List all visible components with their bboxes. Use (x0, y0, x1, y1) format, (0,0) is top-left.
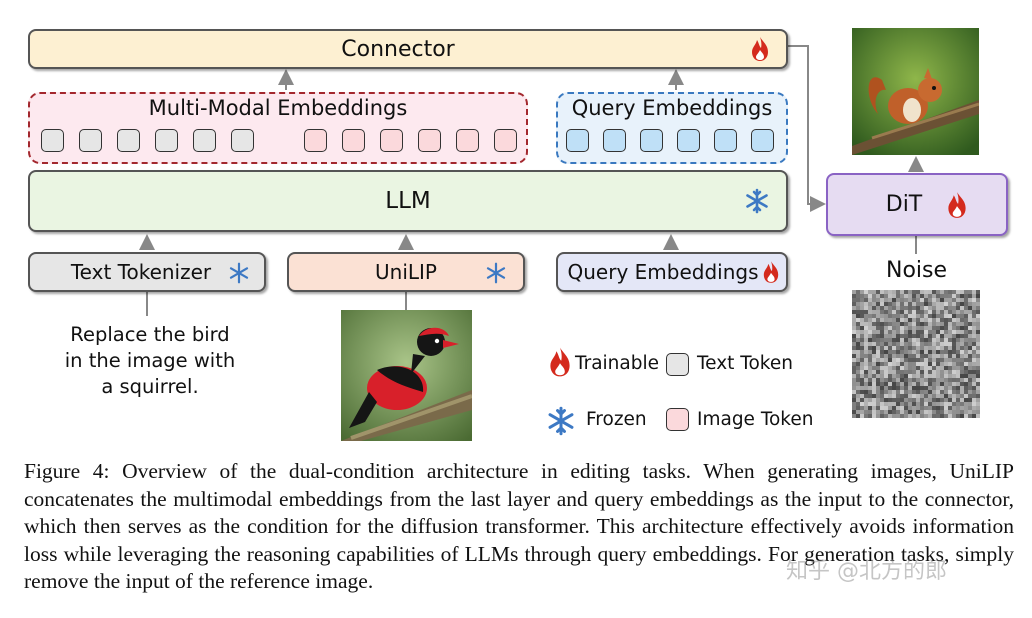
multimodal-embeddings-title: Multi-Modal Embeddings (148, 96, 408, 120)
multimodal-token-row (30, 129, 526, 152)
query-token (751, 129, 774, 152)
query-token (566, 129, 589, 152)
text-token (155, 129, 178, 152)
instruction-line: in the image with (64, 349, 236, 372)
snowflake-icon (548, 406, 574, 436)
snowflake-icon (486, 262, 506, 284)
legend-text-token-swatch (666, 353, 689, 376)
text-tokenizer-label: Text Tokenizer (70, 260, 212, 284)
unilip-label: UniLIP (375, 260, 437, 284)
legend-text-token-label: Text Token (697, 353, 793, 374)
text-token (231, 129, 254, 152)
query-token (714, 129, 737, 152)
image-token (342, 129, 365, 152)
query-token-row (558, 129, 786, 152)
query-token (603, 129, 626, 152)
llm-label: LLM (385, 188, 431, 214)
flame-icon (763, 261, 779, 283)
text-token (193, 129, 216, 152)
arrow-connector-dit (788, 45, 826, 212)
text-token (79, 129, 102, 152)
snowflake-icon (229, 262, 249, 284)
legend-frozen-label: Frozen (586, 409, 647, 430)
connector-box: Connector (28, 29, 788, 69)
query-token (677, 129, 700, 152)
instruction-text: Replace the bird in the image with a squ… (50, 322, 250, 400)
figure-caption: Figure 4: Overview of the dual-condition… (24, 459, 1014, 593)
query-embeddings-input-box: Query Embeddings (556, 252, 788, 292)
image-token (456, 129, 479, 152)
query-embeddings-input-label: Query Embeddings (567, 260, 759, 284)
llm-box: LLM (28, 170, 788, 232)
noise-image (852, 290, 980, 418)
query-token (640, 129, 663, 152)
snowflake-icon (746, 188, 768, 214)
multimodal-embeddings-group: Multi-Modal Embeddings (28, 92, 528, 164)
flame-icon (752, 37, 768, 61)
text-token (117, 129, 140, 152)
dit-box: DiT (826, 173, 1008, 236)
image-token (304, 129, 327, 152)
query-embeddings-title: Query Embeddings (571, 96, 773, 120)
query-embeddings-group: Query Embeddings (556, 92, 788, 164)
connector-label: Connector (341, 36, 455, 62)
reference-bird-image (341, 310, 472, 441)
legend-image-token-label: Image Token (697, 409, 814, 430)
instruction-line: a squirrel. (101, 375, 199, 398)
image-token (418, 129, 441, 152)
dit-label: DiT (885, 192, 923, 217)
noise-label: Noise (886, 258, 948, 283)
diagram-arrows (139, 45, 924, 316)
watermark: 知乎 @北方的郎 (786, 559, 947, 584)
image-token (494, 129, 517, 152)
text-tokenizer-box: Text Tokenizer (28, 252, 266, 292)
legend-image-token-swatch (666, 408, 689, 431)
flame-icon (550, 347, 570, 377)
output-squirrel-image (852, 28, 979, 155)
text-token (41, 129, 64, 152)
image-token (380, 129, 403, 152)
unilip-box: UniLIP (287, 252, 525, 292)
flame-icon (948, 192, 966, 218)
instruction-line: Replace the bird (70, 323, 230, 346)
legend-trainable-label: Trainable (575, 353, 659, 374)
